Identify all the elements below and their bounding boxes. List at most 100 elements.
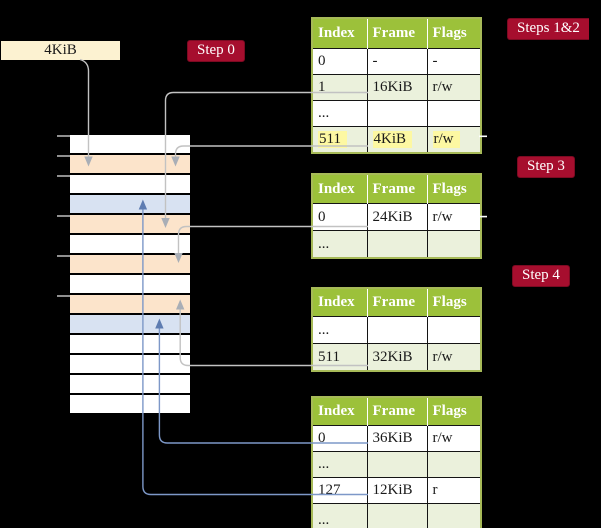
table-cell: 0 bbox=[311, 203, 368, 231]
column-header-frame: Frame bbox=[366, 18, 427, 49]
memory-frame-row-9 bbox=[70, 315, 190, 333]
table-cell bbox=[426, 316, 482, 344]
table-cell bbox=[366, 316, 428, 344]
table-cell: 511 bbox=[311, 126, 368, 154]
table-cell: ... bbox=[311, 316, 368, 344]
memory-frame-row-0 bbox=[70, 135, 190, 153]
column-header-flags: Flags bbox=[426, 288, 481, 317]
table-cell: - bbox=[366, 48, 428, 75]
column-header-frame: Frame bbox=[366, 174, 427, 204]
table-cell: 12KiB bbox=[366, 477, 428, 504]
step-0-label: Step 0 bbox=[187, 40, 245, 62]
memory-frame-row-2 bbox=[70, 175, 190, 193]
table-row: 511 4KiB r/w bbox=[311, 126, 482, 154]
table-cell bbox=[426, 503, 482, 528]
memory-frame-row-6 bbox=[70, 255, 190, 273]
table-cell bbox=[426, 100, 482, 127]
table-cell: ... bbox=[311, 503, 368, 528]
column-header-index: Index bbox=[312, 174, 367, 204]
table-row: ... bbox=[311, 230, 482, 259]
table-cell: ... bbox=[311, 451, 368, 478]
column-header-flags: Flags bbox=[426, 174, 481, 204]
table-row: ... bbox=[311, 100, 482, 127]
table-row: 0-- bbox=[311, 48, 482, 75]
column-header-frame: Frame bbox=[366, 288, 427, 317]
table-cell: 0 bbox=[311, 48, 368, 75]
memory-frame-row-8 bbox=[70, 295, 190, 313]
memory-frame-row-11 bbox=[70, 355, 190, 373]
table-cell bbox=[426, 230, 482, 259]
highlighted-value: 511 bbox=[318, 131, 347, 148]
table-cell: r/w bbox=[426, 425, 482, 452]
column-header-index: Index bbox=[312, 288, 367, 317]
highlighted-value: 4KiB bbox=[372, 131, 413, 148]
table-row: ... bbox=[311, 451, 482, 478]
table-cell: 24KiB bbox=[366, 203, 428, 231]
table-cell: 1 bbox=[311, 74, 368, 101]
table-cell: 4KiB bbox=[366, 126, 428, 154]
table-cell: ... bbox=[311, 100, 368, 127]
memory-frame-row-10 bbox=[70, 335, 190, 353]
memory-frame-row-4 bbox=[70, 215, 190, 233]
table-row: ... bbox=[311, 316, 482, 344]
table-cell bbox=[366, 230, 428, 259]
table-cell: r/w bbox=[426, 74, 482, 101]
table-cell: r/w bbox=[426, 343, 482, 372]
memory-frame-row-12 bbox=[70, 375, 190, 393]
table-cell: 127 bbox=[311, 477, 368, 504]
column-header-flags: Flags bbox=[426, 18, 481, 49]
memory-tick bbox=[57, 155, 70, 157]
memory-tick bbox=[57, 135, 70, 137]
memory-tick bbox=[57, 255, 70, 257]
memory-frame-row-5 bbox=[70, 235, 190, 253]
highlighted-value: r/w bbox=[432, 131, 460, 148]
table-cell: r/w bbox=[426, 126, 482, 154]
table-cell bbox=[366, 451, 428, 478]
table-cell: 36KiB bbox=[366, 425, 428, 452]
column-header-index: Index bbox=[312, 397, 367, 426]
memory-frame-row-13 bbox=[70, 395, 190, 413]
memory-tick bbox=[57, 175, 70, 177]
steps-1-2-label: Steps 1&2 bbox=[507, 18, 589, 40]
memory-column bbox=[70, 135, 190, 415]
page-size-box: 4KiB bbox=[1, 41, 120, 60]
table-cell: 16KiB bbox=[366, 74, 428, 101]
table-cell: 511 bbox=[311, 343, 368, 372]
table-cell: r bbox=[426, 477, 482, 504]
table-cell bbox=[426, 451, 482, 478]
memory-frame-row-1 bbox=[70, 155, 190, 173]
step-4-label: Step 4 bbox=[512, 265, 570, 287]
table-cell: 32KiB bbox=[366, 343, 428, 372]
column-header-index: Index bbox=[312, 18, 367, 49]
column-header-frame: Frame bbox=[366, 397, 427, 426]
step-3-label: Step 3 bbox=[517, 156, 575, 178]
memory-frame-row-3 bbox=[70, 195, 190, 213]
page-size-label: 4KiB bbox=[44, 42, 77, 58]
table-row: ... bbox=[311, 503, 482, 528]
memory-tick bbox=[57, 295, 70, 297]
table-cell: ... bbox=[311, 230, 368, 259]
table-cell: 0 bbox=[311, 425, 368, 452]
table-cell: - bbox=[426, 48, 482, 75]
column-header-flags: Flags bbox=[426, 397, 481, 426]
memory-frame-row-7 bbox=[70, 275, 190, 293]
memory-tick bbox=[57, 215, 70, 217]
